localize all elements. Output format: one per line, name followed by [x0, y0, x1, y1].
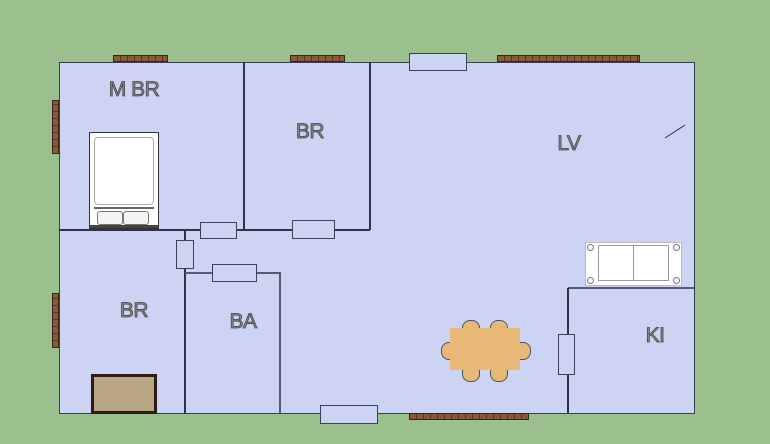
pillow [97, 211, 123, 225]
room-label-master-bedroom: M BR [108, 78, 160, 102]
door[interactable] [292, 220, 335, 239]
floor-plan [59, 62, 695, 414]
bed-headboard [90, 225, 158, 228]
door[interactable] [200, 222, 237, 239]
dining-table[interactable] [450, 328, 520, 370]
window [52, 293, 59, 348]
sofa-leg [673, 244, 680, 251]
sofa-leg [587, 277, 594, 284]
room-label-bedroom: BR [119, 299, 149, 323]
stair-line [664, 124, 686, 139]
sofa-seat [598, 245, 634, 281]
wall [243, 62, 245, 230]
sofa-leg [673, 277, 680, 284]
pillow [123, 211, 149, 225]
sofa-seat [633, 245, 669, 281]
room-label-bedroom: BR [295, 120, 325, 144]
room-label-kitchen: KI [645, 324, 665, 348]
wall [369, 62, 371, 230]
window [409, 413, 529, 420]
wall [568, 287, 694, 289]
window [290, 55, 345, 62]
door[interactable] [176, 240, 194, 269]
door[interactable] [558, 334, 575, 375]
room-label-bath: BA [229, 310, 257, 334]
room-label-living: LV [557, 132, 581, 156]
wall [279, 272, 281, 413]
sofa-leg [587, 244, 594, 251]
rug[interactable] [91, 374, 157, 414]
bed-sheet [94, 137, 154, 205]
sofa[interactable] [585, 242, 682, 286]
window [113, 55, 168, 62]
door[interactable] [212, 264, 257, 282]
door[interactable] [409, 53, 467, 71]
bed[interactable] [89, 132, 159, 229]
window [52, 100, 59, 154]
window [497, 55, 640, 62]
wall [184, 230, 186, 413]
front-door[interactable] [320, 405, 378, 424]
bed-fold [94, 207, 154, 209]
